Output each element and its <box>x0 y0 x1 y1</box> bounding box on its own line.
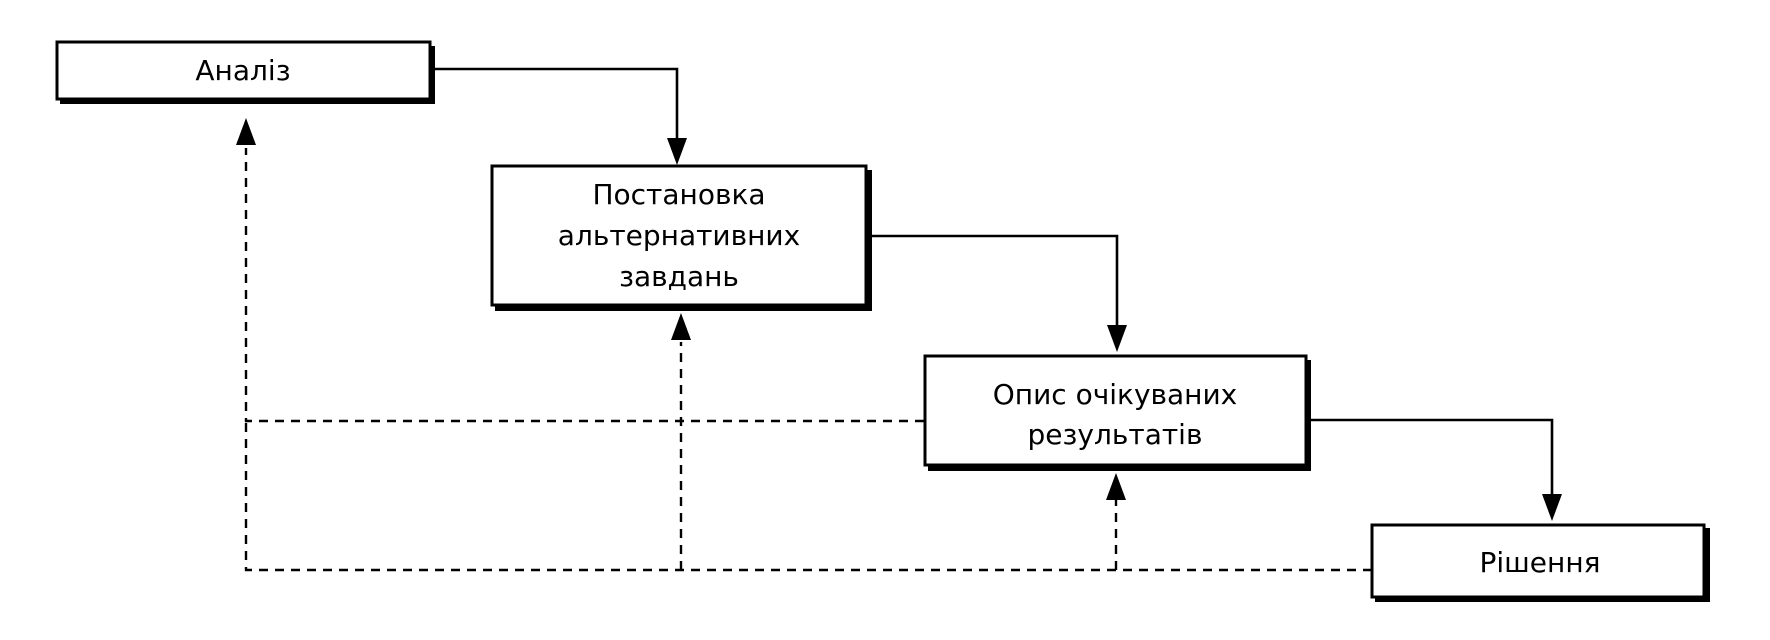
arrowhead-up-expected <box>1106 473 1126 500</box>
process-connectors <box>433 67 1554 502</box>
node-expected-label-1: результатів <box>1028 418 1203 451</box>
node-analysis-label-0: Аналіз <box>195 54 290 87</box>
edge-decision-to-analysis <box>244 421 1372 572</box>
node-alternatives-label-1: альтернативних <box>558 219 800 252</box>
node-decision: Рішення <box>1370 523 1710 602</box>
box-alternatives <box>490 164 868 307</box>
box-expected <box>923 354 1308 467</box>
node-alternatives-label-2: завдань <box>619 260 739 293</box>
arrowhead-down-expected <box>1107 325 1127 352</box>
node-expected: Опис очікуваних результатів <box>923 354 1311 471</box>
node-alternatives: Постановка альтернативних завдань <box>490 164 872 311</box>
node-alternatives-label-0: Постановка <box>592 178 765 211</box>
node-expected-label-0: Опис очікуваних <box>993 378 1238 411</box>
edge-expected-to-analysis <box>244 148 924 423</box>
feedback-connectors <box>244 148 1372 572</box>
edge-expected-to-decision <box>1310 418 1554 502</box>
arrowhead-up-analysis <box>236 118 256 145</box>
arrowhead-down-alternatives <box>667 138 687 165</box>
arrowhead-down-decision <box>1542 494 1562 521</box>
node-analysis: Аналіз <box>55 40 435 104</box>
arrowheads <box>236 118 1562 521</box>
edge-alternatives-to-expected <box>868 234 1119 332</box>
box-decision <box>1370 523 1706 599</box>
edge-analysis-to-alternatives <box>433 67 679 146</box>
node-decision-label-0: Рішення <box>1480 546 1601 579</box>
arrowhead-up-alternatives <box>671 313 691 340</box>
box-analysis <box>55 40 432 101</box>
